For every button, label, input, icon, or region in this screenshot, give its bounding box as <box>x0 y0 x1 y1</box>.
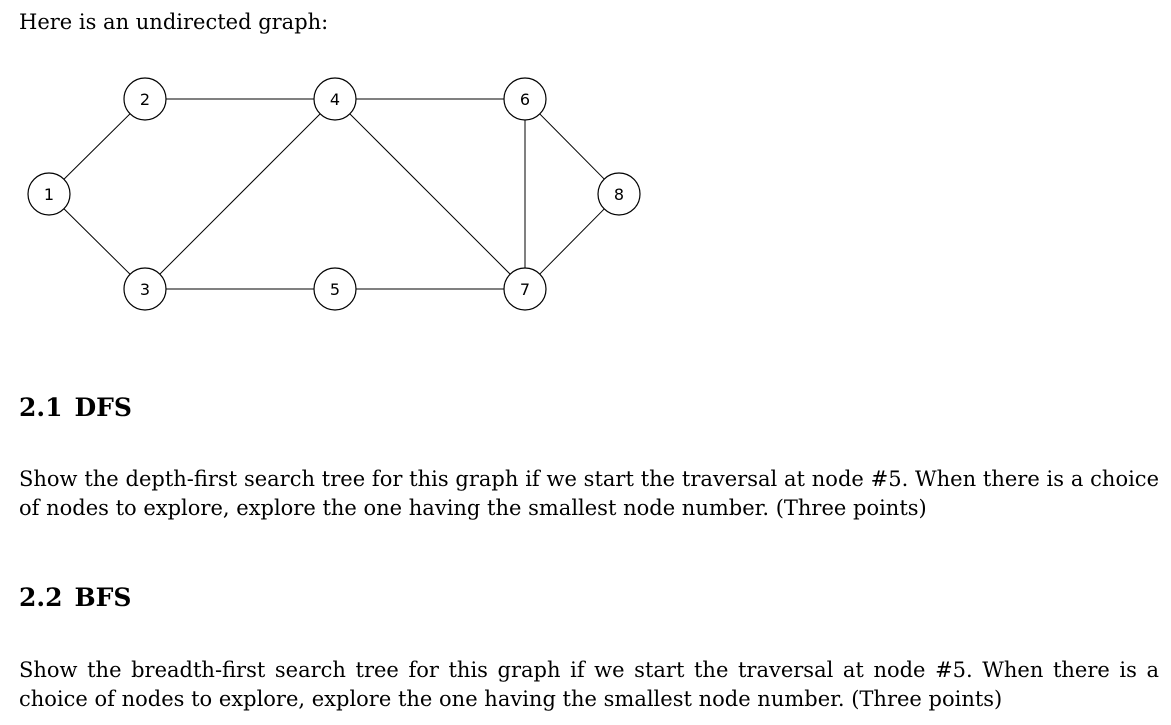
node-label: 1 <box>44 185 54 204</box>
section-number: 2.1 <box>19 393 63 422</box>
node-circle <box>123 267 167 311</box>
node-label: 2 <box>140 90 150 109</box>
node-6: 6 <box>503 77 547 121</box>
edge-6-8 <box>539 113 605 180</box>
node-7: 7 <box>503 267 547 311</box>
node-3: 3 <box>123 267 167 311</box>
node-circle <box>313 77 357 121</box>
section-number: 2.2 <box>19 583 63 612</box>
node-circle <box>597 172 641 216</box>
node-2: 2 <box>123 77 167 121</box>
node-4: 4 <box>313 77 357 121</box>
section-title: DFS <box>74 393 132 422</box>
edge-3-4 <box>159 113 321 275</box>
node-label: 3 <box>140 280 150 299</box>
dfs-question-text: Show the depth-first search tree for thi… <box>19 467 1159 520</box>
undirected-graph-diagram: 1 2 3 4 5 6 7 8 <box>27 77 641 311</box>
node-1: 1 <box>27 172 71 216</box>
node-circle <box>313 267 357 311</box>
node-circle <box>123 77 167 121</box>
section-heading-dfs: 2.1 DFS <box>19 392 132 424</box>
edge-4-7 <box>349 113 511 275</box>
node-circle <box>27 172 71 216</box>
edge-1-2 <box>63 113 131 180</box>
node-label: 4 <box>330 90 340 109</box>
bfs-question-text: Show the breadth-first search tree for t… <box>19 658 1159 711</box>
graph-nodes: 1 2 3 4 5 6 7 8 <box>27 77 641 311</box>
node-circle <box>503 77 547 121</box>
section-heading-bfs: 2.2 BFS <box>19 582 131 614</box>
edge-1-3 <box>63 208 131 275</box>
node-label: 6 <box>520 90 530 109</box>
graph-edges <box>63 98 605 290</box>
node-label: 8 <box>614 185 624 204</box>
edge-7-8 <box>539 208 605 275</box>
node-5: 5 <box>313 267 357 311</box>
section-title: BFS <box>74 583 132 612</box>
node-label: 5 <box>330 280 340 299</box>
node-label: 7 <box>520 280 530 299</box>
node-circle <box>503 267 547 311</box>
node-8: 8 <box>597 172 641 216</box>
intro-text: Here is an undirected graph: <box>19 10 329 34</box>
